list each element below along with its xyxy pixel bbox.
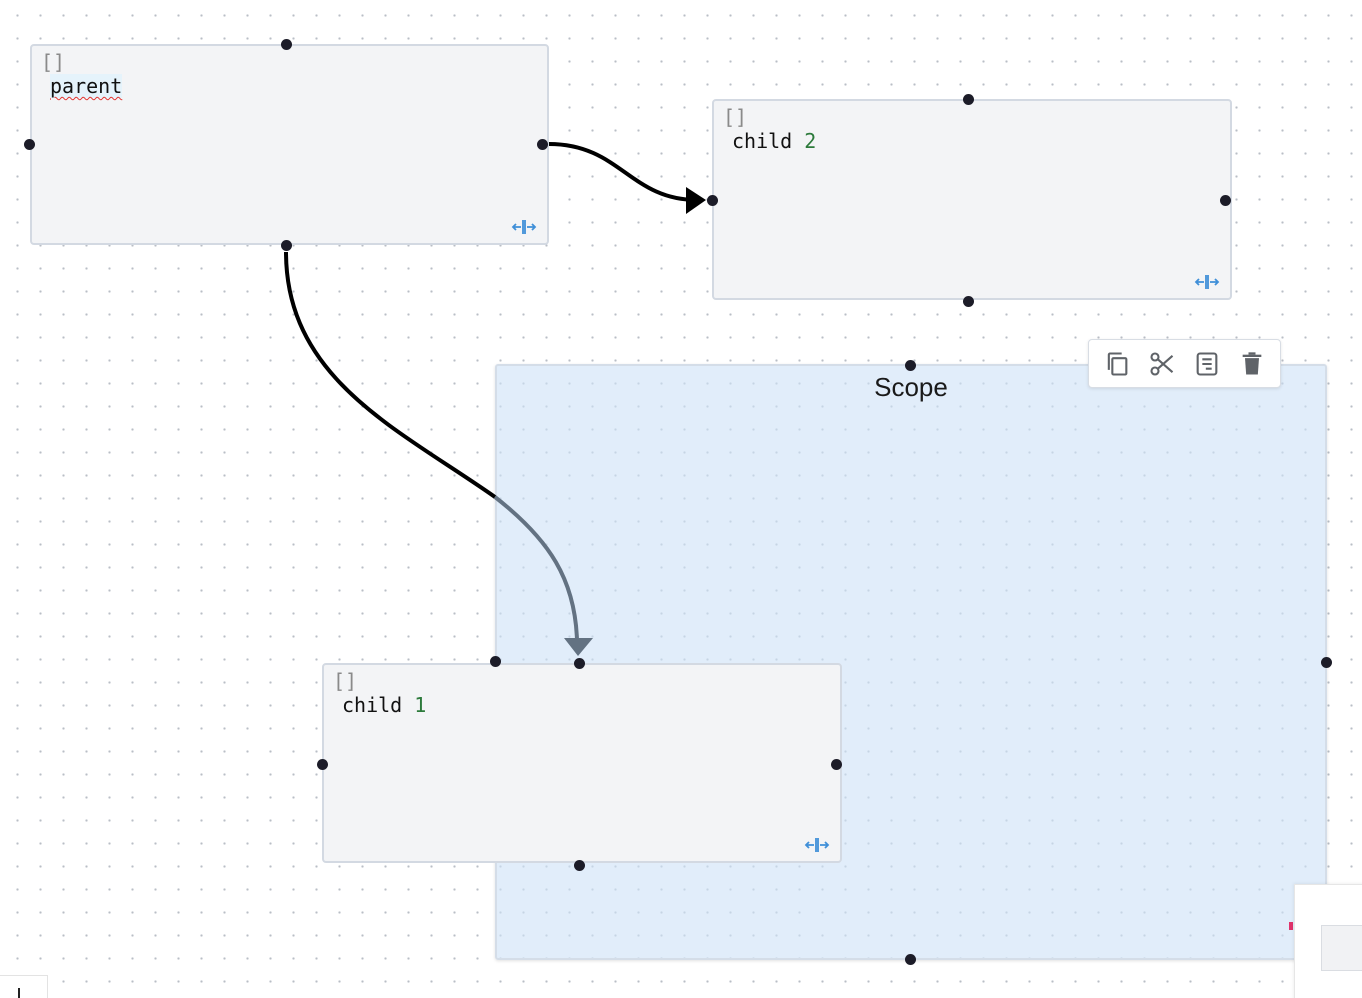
- port-scope-bottom[interactable]: [904, 953, 916, 965]
- edge-parent-to-child2-arrowhead: [686, 187, 706, 214]
- node-label[interactable]: parent: [50, 74, 123, 98]
- node-brackets: []: [41, 50, 66, 74]
- edge-parent-to-child2[interactable]: [548, 142, 698, 202]
- minimap-panel[interactable]: [1294, 884, 1362, 998]
- node-label[interactable]: child 1: [342, 693, 426, 717]
- port-scope-right[interactable]: [1320, 656, 1332, 668]
- node-brackets: []: [333, 669, 358, 693]
- port-child2-bottom[interactable]: [962, 295, 974, 307]
- port-parent-left[interactable]: [23, 138, 35, 150]
- resize-width-icon[interactable]: [511, 219, 537, 235]
- node-child-2[interactable]: [] child 2: [712, 99, 1232, 300]
- port-scope-left[interactable]: [489, 655, 501, 667]
- port-child1-right[interactable]: [830, 758, 842, 770]
- scope-title: Scope: [874, 372, 948, 402]
- port-parent-right[interactable]: [536, 138, 548, 150]
- note-button[interactable]: [1190, 347, 1224, 381]
- node-label-text[interactable]: parent: [50, 74, 123, 98]
- port-child1-top[interactable]: [573, 657, 585, 669]
- node-label[interactable]: child 2: [732, 129, 816, 153]
- node-label-number: 2: [804, 129, 817, 153]
- selection-toolbar: [1088, 339, 1281, 388]
- port-child2-left[interactable]: [706, 194, 718, 206]
- minimap-viewport[interactable]: [1321, 925, 1362, 971]
- copy-icon: [1108, 351, 1128, 376]
- node-brackets: []: [723, 105, 748, 129]
- node-child-1[interactable]: [] child 1: [322, 663, 842, 863]
- trash-icon: [1242, 351, 1261, 374]
- controls-panel[interactable]: [0, 975, 48, 998]
- node-label-text: child: [732, 129, 805, 153]
- scope-group[interactable]: Scope: [495, 364, 1327, 960]
- edge-parent-to-child1[interactable]: [284, 251, 497, 499]
- cut-button[interactable]: [1145, 347, 1179, 381]
- port-child2-right[interactable]: [1219, 194, 1231, 206]
- note-icon: [1196, 351, 1218, 376]
- port-parent-top[interactable]: [280, 38, 292, 50]
- cut-icon: [1150, 351, 1174, 376]
- copy-button[interactable]: [1100, 347, 1134, 381]
- node-label-number: 1: [414, 693, 427, 717]
- corner-marker: [1289, 922, 1293, 930]
- controls-handle: [18, 988, 20, 998]
- resize-width-icon[interactable]: [804, 837, 830, 853]
- port-child1-left[interactable]: [316, 758, 328, 770]
- node-label-text: child: [342, 693, 415, 717]
- port-child1-bottom[interactable]: [573, 859, 585, 871]
- port-parent-bottom[interactable]: [280, 239, 292, 251]
- resize-width-icon[interactable]: [1194, 274, 1220, 290]
- port-scope-top[interactable]: [904, 359, 916, 371]
- port-child2-top[interactable]: [962, 93, 974, 105]
- delete-button[interactable]: [1235, 347, 1269, 381]
- node-parent[interactable]: [] parent: [30, 44, 549, 245]
